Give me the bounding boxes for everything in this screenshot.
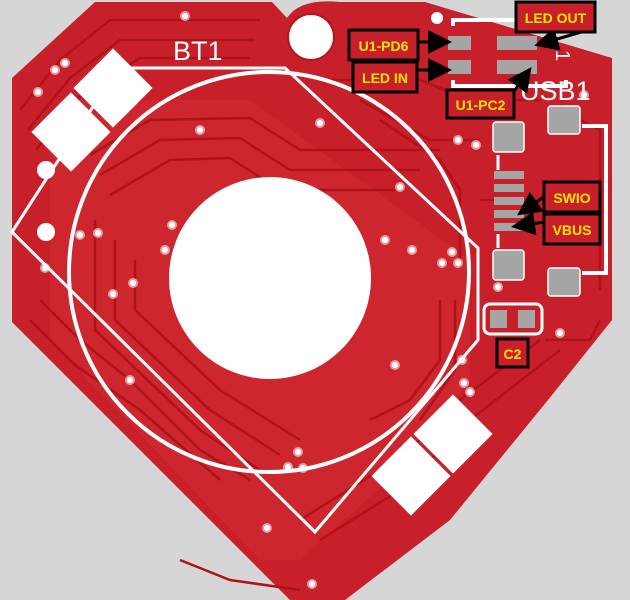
svg-text:C2: C2 bbox=[504, 346, 522, 362]
pin1-marker bbox=[431, 12, 443, 24]
callout-swio: SWIO bbox=[542, 180, 602, 214]
pad-dot bbox=[37, 223, 55, 241]
callout-u1-pd6: U1-PD6 bbox=[347, 28, 420, 62]
battery-pads bbox=[31, 48, 493, 516]
designator-mark: 1 bbox=[551, 50, 573, 61]
battery-outline bbox=[67, 70, 471, 474]
callout-c2: C2 bbox=[495, 337, 530, 369]
svg-text:LED IN: LED IN bbox=[362, 70, 408, 86]
callout-arrows bbox=[418, 26, 596, 236]
led-pad-pd6 bbox=[448, 36, 471, 50]
svg-text:U1-PC2: U1-PC2 bbox=[456, 97, 506, 113]
callout-led-out: LED OUT bbox=[514, 0, 597, 34]
svg-text:SWIO: SWIO bbox=[553, 190, 590, 206]
led-pad-out bbox=[497, 36, 537, 50]
designator-bt1: BT1 bbox=[173, 36, 223, 66]
svg-text:LED OUT: LED OUT bbox=[525, 10, 587, 26]
arrow-vbus bbox=[511, 211, 546, 236]
vias bbox=[33, 11, 589, 589]
pad-dot bbox=[37, 161, 55, 179]
mounting-hole bbox=[287, 13, 335, 61]
callout-u1-pc2: U1-PC2 bbox=[445, 88, 516, 120]
battery-center-pad bbox=[169, 177, 371, 379]
designator-usb1: USB1 bbox=[520, 76, 591, 106]
usb-footprint bbox=[492, 105, 608, 297]
callout-led-in: LED IN bbox=[351, 60, 419, 94]
led-pad-in bbox=[448, 60, 471, 74]
led-pad-pc2 bbox=[497, 60, 537, 74]
svg-text:U1-PD6: U1-PD6 bbox=[359, 38, 409, 54]
arrow-swio bbox=[517, 191, 546, 216]
svg-text:VBUS: VBUS bbox=[553, 222, 592, 238]
callout-vbus: VBUS bbox=[542, 212, 602, 246]
c2-footprint bbox=[482, 302, 544, 336]
